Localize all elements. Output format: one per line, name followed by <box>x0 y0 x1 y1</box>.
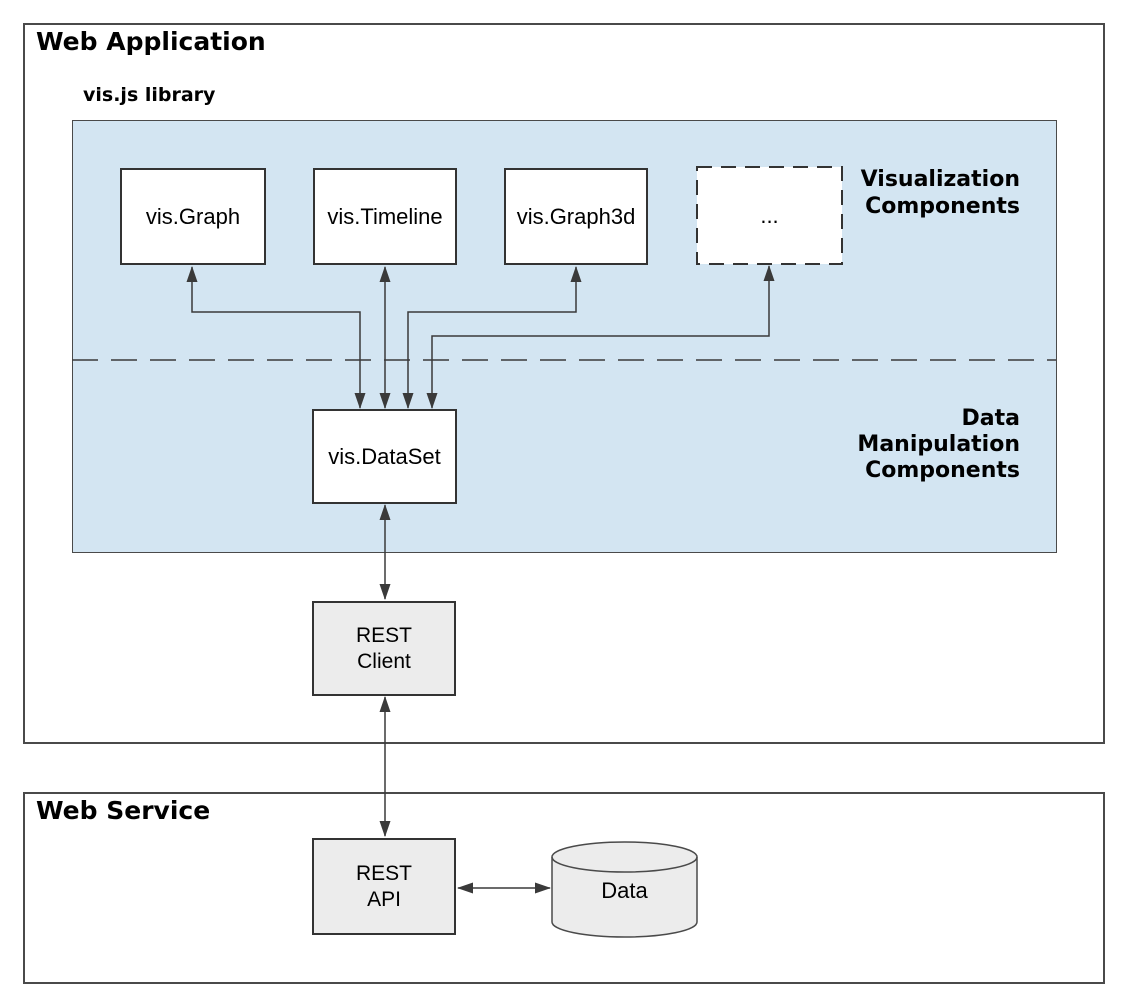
node-rest-client: REST Client <box>312 601 456 696</box>
visjs-library-title: vis.js library <box>83 84 216 106</box>
node-vis-timeline-label: vis.Timeline <box>327 203 443 229</box>
node-rest-api-label: REST API <box>356 861 412 913</box>
node-rest-client-label: REST Client <box>356 623 412 675</box>
web-service-title: Web Service <box>36 796 211 825</box>
visualization-components-label: Visualization Components <box>770 166 1020 220</box>
data-manipulation-line1: Data <box>961 406 1020 431</box>
node-vis-dataset-label: vis.DataSet <box>328 443 441 469</box>
rest-client-line1: REST <box>355 623 412 647</box>
data-manipulation-line2: Manipulation <box>857 432 1020 457</box>
node-vis-timeline: vis.Timeline <box>313 168 457 265</box>
node-rest-api: REST API <box>312 838 456 935</box>
node-vis-dataset: vis.DataSet <box>312 409 457 504</box>
rest-client-line2: Client <box>357 649 411 673</box>
data-manipulation-components-label: Data Manipulation Components <box>770 406 1020 484</box>
data-store-label: Data <box>601 878 648 903</box>
node-vis-graph3d-label: vis.Graph3d <box>516 203 636 229</box>
data-manipulation-line3: Components <box>865 458 1020 483</box>
node-vis-graph3d: vis.Graph3d <box>504 168 648 265</box>
visualization-components-line2: Components <box>865 194 1020 219</box>
node-vis-graph: vis.Graph <box>120 168 266 265</box>
rest-api-line1: REST <box>355 861 412 885</box>
web-application-title: Web Application <box>36 27 266 56</box>
visualization-components-line1: Visualization <box>860 167 1020 192</box>
node-vis-graph-label: vis.Graph <box>145 203 241 229</box>
rest-api-line2: API <box>367 887 401 911</box>
